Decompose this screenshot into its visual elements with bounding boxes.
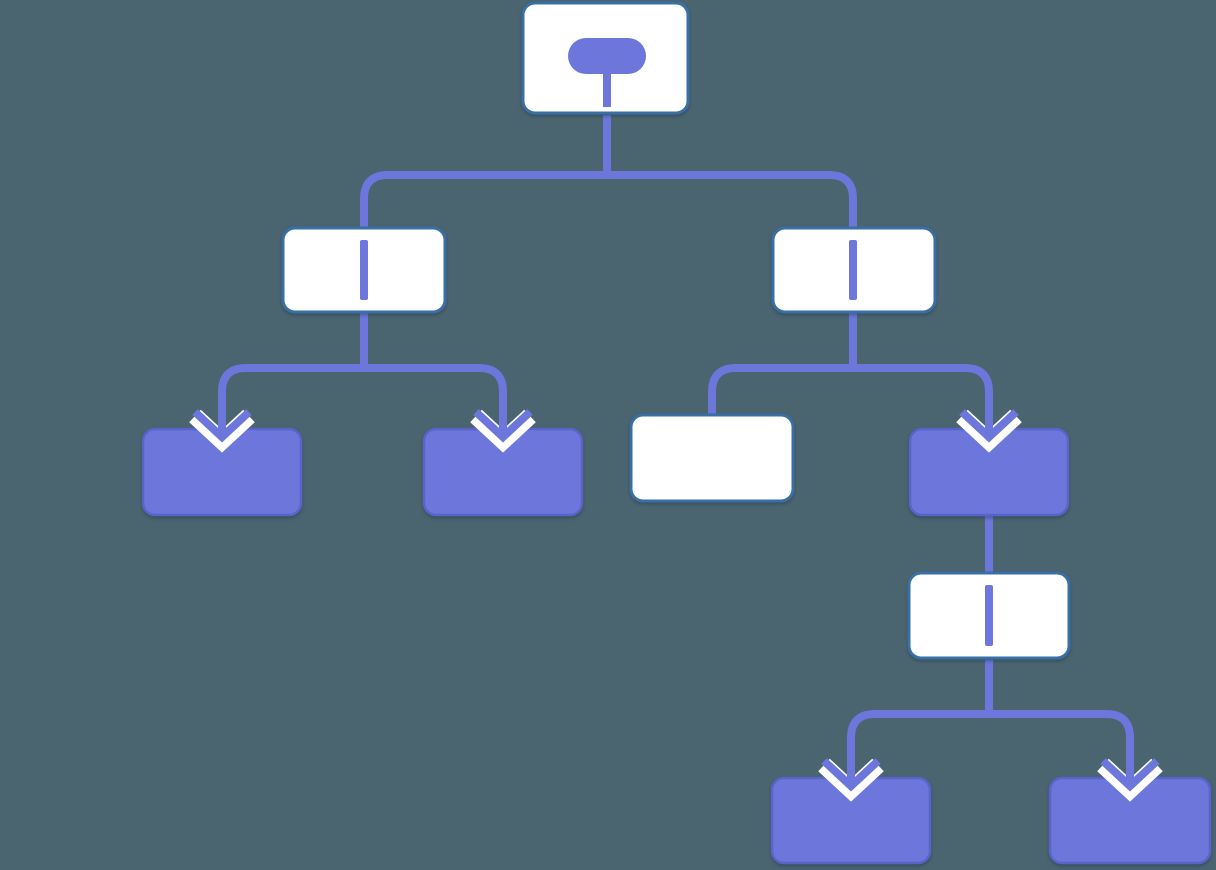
root-pill-icon bbox=[568, 38, 646, 74]
chevron-down-icon bbox=[821, 758, 881, 792]
drop-arrow-5[interactable] bbox=[1097, 752, 1163, 802]
drop-arrow-1[interactable] bbox=[189, 403, 255, 453]
edge-rail-right bbox=[708, 364, 993, 424]
drop-arrow-2[interactable] bbox=[470, 403, 536, 453]
arrow-layer bbox=[189, 403, 1163, 802]
edge-rail-bottom bbox=[847, 710, 1134, 765]
edge-rail-left bbox=[218, 364, 507, 416]
chevron-down-icon bbox=[473, 409, 533, 443]
plain-node[interactable] bbox=[629, 413, 795, 503]
glyph-layer bbox=[360, 38, 993, 646]
drop-arrow-4[interactable] bbox=[818, 752, 884, 802]
edge-rail-top bbox=[360, 171, 857, 231]
divider-bar-right bbox=[849, 240, 857, 300]
node-layer bbox=[141, 1, 1212, 865]
root-stem bbox=[603, 72, 611, 107]
drop-arrow-3[interactable] bbox=[956, 403, 1022, 453]
chevron-down-icon bbox=[1100, 758, 1160, 792]
chevron-down-icon bbox=[959, 409, 1019, 443]
divider-bar-bottom bbox=[985, 585, 993, 646]
edge-layer bbox=[218, 115, 1134, 765]
chevron-down-icon bbox=[192, 409, 252, 443]
divider-bar-left bbox=[360, 240, 368, 300]
